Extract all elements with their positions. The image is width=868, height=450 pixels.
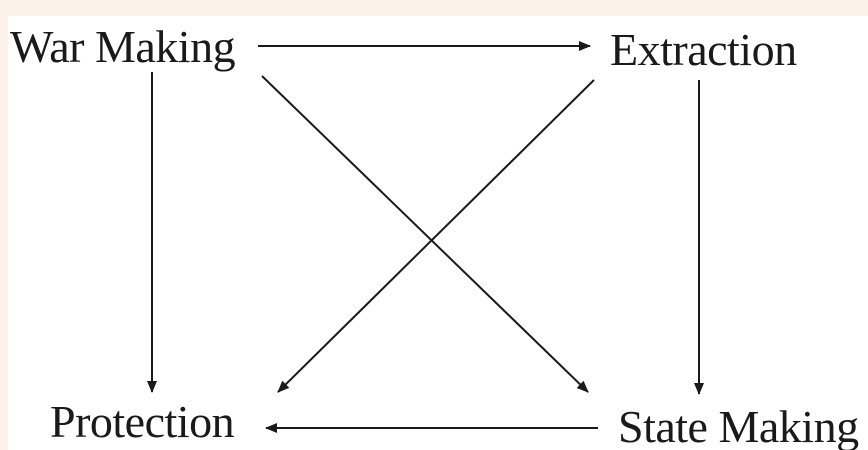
background-band-left [0,0,8,450]
arrow-extraction-to-protection [277,79,595,393]
node-protection: Protection [50,396,235,447]
arrow-war-making-to-state-making [261,75,589,393]
background-band-top [0,0,868,16]
node-war-making: War Making [10,21,236,72]
node-state-making: State Making [618,401,859,450]
node-extraction: Extraction [610,24,797,75]
